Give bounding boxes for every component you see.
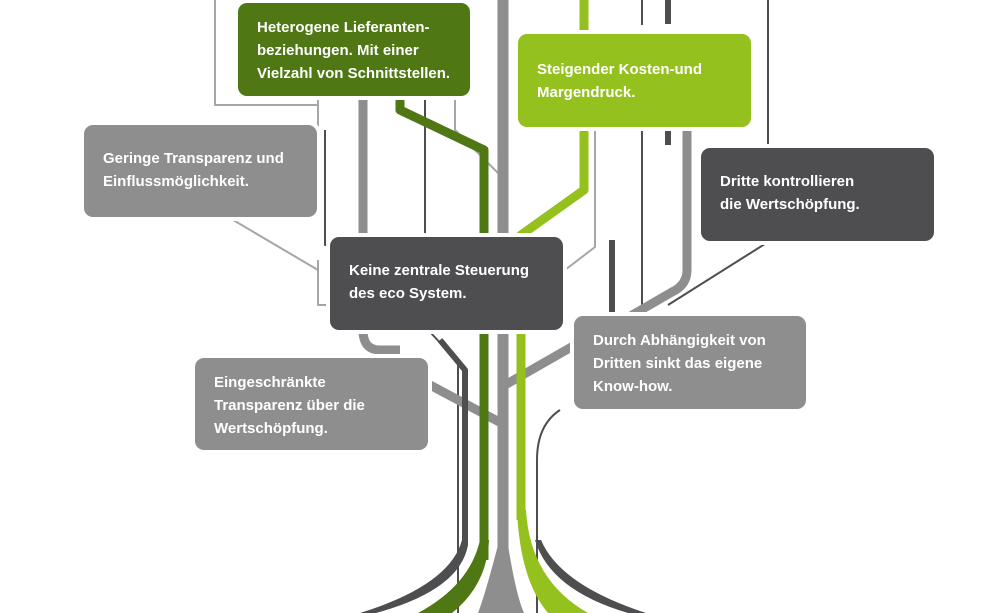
box-eingeschraenkte-transparenz: Eingeschränkte Transparenz über die Wert… [195,358,428,450]
box-steigender-kosten: Steigender Kosten-und Margendruck. [518,34,751,127]
root-dark-right [535,540,646,613]
connector-dark-4 [437,338,468,545]
box-line: Heterogene Lieferanten- [257,19,430,36]
box-line: Geringe Transparenz und [103,150,284,167]
box-line: Eingeschränkte [214,374,326,391]
connector-darkgreen [395,95,489,560]
root-dark-left [360,540,468,613]
root-lime [517,510,588,613]
box-line: die Wertschöpfung. [720,196,860,213]
root-darkgreen [418,540,489,613]
box-line: beziehungen. Mit einer [257,42,419,59]
box-line: Transparenz über die [214,397,365,414]
box-line: Know-how. [593,378,673,395]
connector-thin-3 [324,130,335,246]
connector-grey-left [358,95,400,355]
connector-thin-4 [227,216,319,271]
box-line: Steigender Kosten-und [537,61,703,78]
box-geringe-transparenz: Geringe Transparenz und Einflussmöglichk… [84,125,317,217]
connector-thin-9 [564,128,596,271]
box-line: des eco System. [349,285,467,302]
root-grey [478,545,524,613]
connector-thin-1 [214,0,319,195]
box-abhaengigkeit-von-dritten: Durch Abhängigkeit von Dritten sinkt das… [574,316,806,409]
box-line: Vielzahl von Schnittstellen. [257,65,451,82]
box-line: Keine zentrale Steuerung [349,262,530,279]
box-line: Durch Abhängigkeit von [593,332,766,349]
box-dritte-kontrollieren: Dritte kontrollieren die Wertschöpfung. [701,148,934,241]
box-line: Einflussmöglichkeit. [103,173,249,190]
box-heterogene-lieferantenbeziehungen: Heterogene Lieferanten- beziehungen. Mit… [238,3,470,96]
connector-grey-right [612,128,692,329]
connector-thin-5 [317,260,335,306]
connector-thin-15 [536,409,561,613]
connector-thin-13 [667,241,769,306]
box-keine-zentrale-steuerung: Keine zentrale Steuerung des eco System. [330,237,563,330]
box-line: Margendruck. [537,84,636,101]
connector-lime [516,0,589,520]
box-line: Dritten sinkt das eigene [593,355,763,372]
connector-grey-mid [502,341,578,389]
box-line: Wertschöpfung. [214,420,328,437]
box-line: Dritte kontrollieren [720,173,855,190]
